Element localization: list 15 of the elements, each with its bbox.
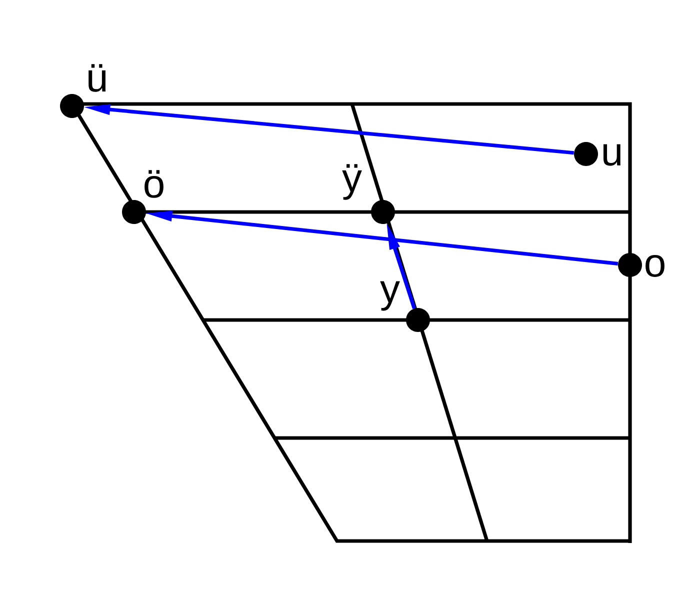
dot (122, 200, 146, 224)
dot (574, 142, 598, 166)
dot (406, 308, 430, 332)
letter-label: ÿ (342, 164, 362, 200)
arrow (84, 104, 574, 155)
arrow (386, 224, 416, 309)
letter-label: u (604, 144, 620, 166)
letter-label: o (646, 255, 664, 277)
arrow (146, 210, 618, 266)
letter-label: ö (144, 170, 164, 198)
dot (60, 94, 84, 118)
letter-label: ü (88, 64, 106, 92)
letter-label: y (380, 281, 400, 311)
dot (618, 253, 642, 277)
dot (371, 200, 395, 224)
